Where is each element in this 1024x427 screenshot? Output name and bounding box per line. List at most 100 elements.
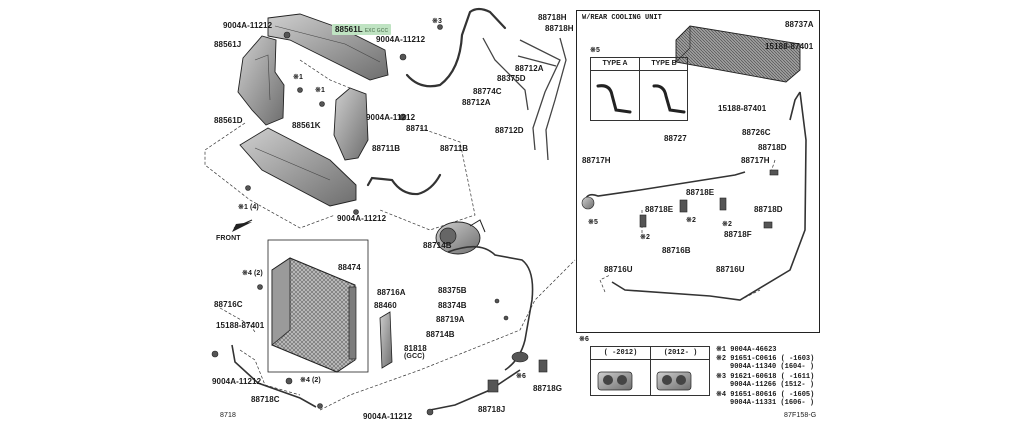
part-label[interactable]: 9004A-11212 bbox=[223, 21, 273, 30]
fitting-col-2-header: (2012- ) bbox=[663, 349, 698, 357]
part-note: (GCC) bbox=[404, 353, 425, 360]
legend-row: ※3 91621-60618 ( -1611) bbox=[716, 373, 815, 381]
part-label[interactable]: 9004A-11212 bbox=[366, 113, 416, 122]
part-label[interactable]: 88716A bbox=[377, 288, 406, 297]
note-mark: ※6 bbox=[516, 373, 526, 380]
part-label[interactable]: 88718E bbox=[686, 188, 715, 197]
part-label[interactable]: 9004A-11212 bbox=[212, 377, 262, 386]
part-label[interactable]: 88719A bbox=[436, 315, 465, 324]
legend-row: 9004A-11340 (1604- ) bbox=[730, 363, 815, 371]
part-label[interactable]: 88718C bbox=[251, 395, 280, 404]
part-label[interactable]: 88718J bbox=[478, 405, 506, 414]
figure-code: 87F158-G bbox=[784, 412, 817, 419]
note-mark: ※2 bbox=[640, 234, 650, 241]
pipe-88712d bbox=[482, 37, 567, 161]
part-label[interactable]: 88375D bbox=[497, 74, 526, 83]
pipe-type-table: ※5 TYPE A TYPE B bbox=[590, 47, 688, 121]
part-label[interactable]: 88718H bbox=[538, 13, 567, 22]
rear-unit-title: W/REAR COOLING UNIT bbox=[582, 14, 662, 22]
part-label[interactable]: 88561D bbox=[214, 116, 243, 125]
note-mark: ※4 (2) bbox=[242, 270, 263, 277]
fastener-legend: ※1 9004A-46623 ※2 91651-C0616 ( -1603) 9… bbox=[716, 345, 836, 407]
type-a-header: TYPE A bbox=[602, 60, 628, 67]
part-label[interactable]: 88374B bbox=[438, 301, 467, 310]
type-pipe-b bbox=[652, 84, 686, 114]
part-label[interactable]: 88712A bbox=[515, 64, 544, 73]
page-reference: 8718 bbox=[220, 412, 236, 419]
compressor bbox=[435, 219, 486, 255]
part-label[interactable]: 88718D bbox=[754, 205, 783, 214]
legend-row: ※1 9004A-46623 bbox=[716, 346, 777, 354]
condenser-88460 bbox=[271, 257, 357, 373]
bolts-upper bbox=[245, 24, 443, 215]
part-label[interactable]: 88717H bbox=[582, 156, 611, 165]
part-label[interactable]: 88718G bbox=[533, 384, 563, 393]
note-mark: ※1 (4) bbox=[238, 204, 259, 211]
lower-seal-88561d bbox=[239, 127, 357, 207]
part-label[interactable]: 88718F bbox=[724, 230, 752, 239]
side-seal-88561k bbox=[333, 87, 369, 161]
front-label: FRONT bbox=[216, 235, 241, 242]
liquid-tube-88716a bbox=[429, 245, 534, 411]
front-arrow-icon bbox=[232, 219, 253, 232]
upper-shroud-bracket bbox=[267, 13, 389, 81]
legend-row: 9004A-11331 (1606- ) bbox=[730, 399, 815, 407]
part-label[interactable]: 9004A-11212 bbox=[363, 412, 413, 421]
legend-row: ※2 91651-C0616 ( -1603) bbox=[716, 355, 815, 363]
type-note-mark: ※5 bbox=[590, 47, 600, 54]
part-label[interactable]: 88726C bbox=[742, 128, 771, 137]
part-label[interactable]: 15188-87401 bbox=[216, 321, 265, 330]
fitting-date-table: ※6 ( -2012) (2012- ) bbox=[579, 336, 710, 396]
part-label[interactable]: 88716U bbox=[604, 265, 633, 274]
part-label[interactable]: 9004A-11212 bbox=[337, 214, 387, 223]
discharge-hose-88711 bbox=[366, 7, 507, 196]
valves-bottom bbox=[211, 284, 548, 416]
left-seal-88561j bbox=[237, 35, 285, 126]
part-label[interactable]: 88711B bbox=[372, 144, 401, 153]
part-label[interactable]: 88727 bbox=[664, 134, 687, 143]
part-label[interactable]: 15188-87401 bbox=[765, 42, 814, 51]
part-label[interactable]: 88717H bbox=[741, 156, 770, 165]
part-label[interactable]: 88774C bbox=[473, 87, 502, 96]
part-label[interactable]: 88718D bbox=[758, 143, 787, 152]
suction-tube-88716c bbox=[231, 344, 317, 408]
part-label[interactable]: 88711 bbox=[406, 124, 429, 133]
note-mark: ※4 (2) bbox=[300, 377, 321, 384]
part-label[interactable]: 88711B bbox=[440, 144, 469, 153]
part-label[interactable]: 88375B bbox=[438, 286, 467, 295]
part-label[interactable]: 88474 bbox=[338, 263, 361, 272]
note-mark: ※1 bbox=[293, 74, 303, 81]
part-label[interactable]: 88718H bbox=[545, 24, 574, 33]
type-b-header: TYPE B bbox=[651, 60, 677, 67]
part-label[interactable]: 81818 bbox=[404, 344, 427, 353]
part-label[interactable]: 88718E bbox=[645, 205, 674, 214]
part-label[interactable]: 88460 bbox=[374, 301, 397, 310]
legend-row: ※4 91651-80616 ( -1605) bbox=[716, 391, 815, 399]
rear-fittings bbox=[581, 169, 779, 229]
part-label[interactable]: 15188-87401 bbox=[718, 104, 767, 113]
rear-cooling-unit-panel: W/REAR COOLING UNIT bbox=[576, 10, 820, 333]
note-mark: ※1 bbox=[315, 87, 325, 94]
part-label[interactable]: 88714B bbox=[426, 330, 455, 339]
note-mark: ※2 bbox=[686, 217, 696, 224]
note-mark: ※3 bbox=[432, 18, 442, 25]
part-label[interactable]: 88712A bbox=[462, 98, 491, 107]
fitting-note-mark: ※6 bbox=[579, 336, 589, 343]
part-label[interactable]: 88561J bbox=[214, 40, 242, 49]
type-pipe-a bbox=[596, 84, 632, 114]
part-label[interactable]: 88716U bbox=[716, 265, 745, 274]
part-label[interactable]: 88714B bbox=[423, 241, 452, 250]
receiver-81818 bbox=[379, 311, 393, 369]
note-mark: ※5 bbox=[588, 219, 598, 226]
part-label[interactable]: 9004A-11212 bbox=[376, 35, 426, 44]
note-mark: ※2 bbox=[722, 221, 732, 228]
part-label[interactable]: 88716B bbox=[662, 246, 691, 255]
fitting-col-1-header: ( -2012) bbox=[603, 349, 638, 357]
part-label[interactable]: 88737A bbox=[785, 20, 814, 29]
legend-row: 9004A-11266 (1512- ) bbox=[730, 381, 815, 389]
part-label[interactable]: 88561K bbox=[292, 121, 321, 130]
part-label[interactable]: 88716C bbox=[214, 300, 243, 309]
part-label[interactable]: 88712D bbox=[495, 126, 524, 135]
